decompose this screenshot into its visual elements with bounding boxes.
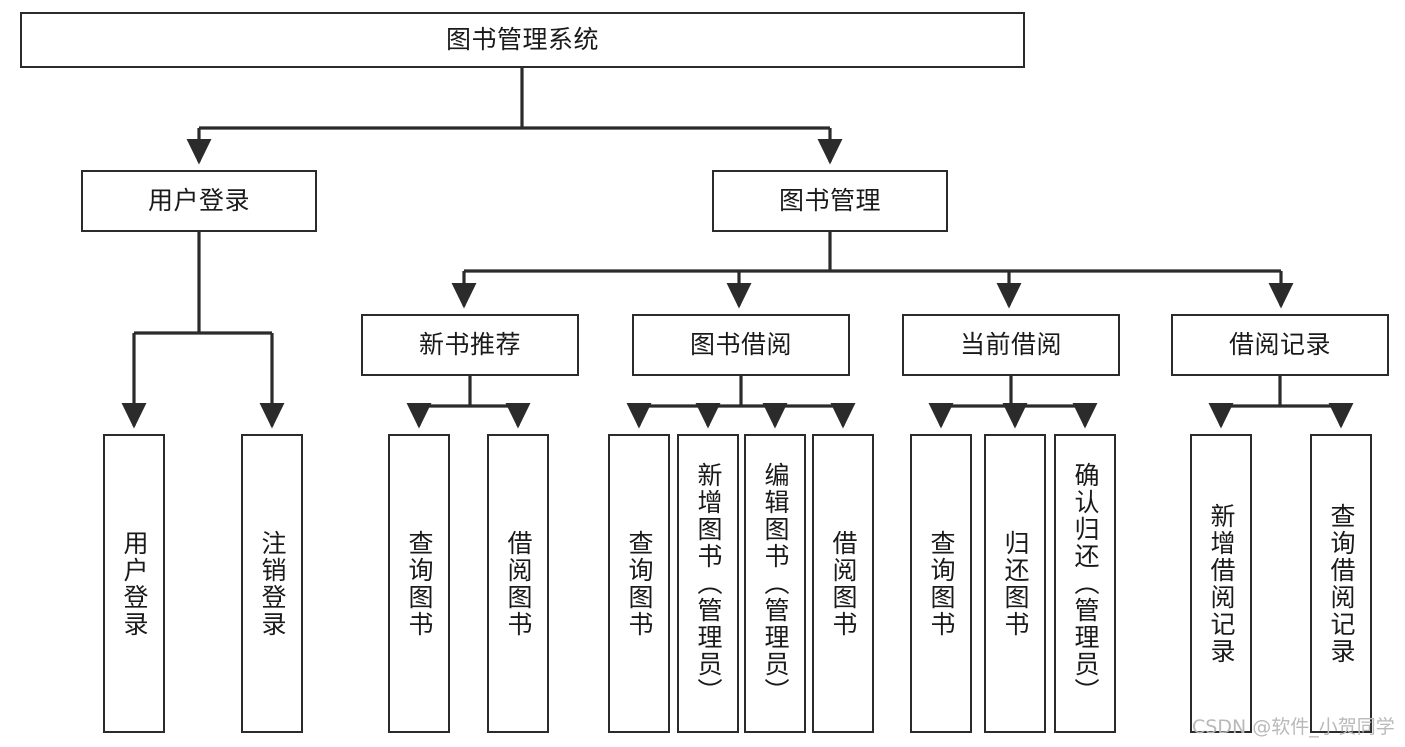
node-current-borrow[interactable]: 当前借阅 xyxy=(902,314,1120,376)
node-leaf-edit-book-label: 编辑图书（管理员） xyxy=(761,462,790,705)
node-borrow-record-label: 借阅记录 xyxy=(1228,330,1331,360)
node-borrow-record[interactable]: 借阅记录 xyxy=(1171,314,1389,376)
node-leaf-borrow-book-br-label: 借阅图书 xyxy=(829,529,858,638)
node-root[interactable]: 图书管理系统 xyxy=(20,12,1025,68)
node-leaf-edit-book[interactable]: 编辑图书（管理员） xyxy=(744,434,806,733)
node-leaf-confirm-return[interactable]: 确认归还（管理员） xyxy=(1054,434,1116,733)
node-book-manage-label: 图书管理 xyxy=(778,186,881,216)
node-current-borrow-label: 当前借阅 xyxy=(959,330,1062,360)
node-leaf-query-book-rec-label: 查询图书 xyxy=(405,529,434,638)
node-book-borrow-label: 图书借阅 xyxy=(689,330,792,360)
node-leaf-logout[interactable]: 注销登录 xyxy=(241,434,303,733)
node-leaf-logout-label: 注销登录 xyxy=(258,529,287,638)
node-leaf-borrow-book-rec-label: 借阅图书 xyxy=(504,529,533,638)
node-book-borrow[interactable]: 图书借阅 xyxy=(632,314,850,376)
node-leaf-query-book-cb[interactable]: 查询图书 xyxy=(910,434,972,733)
node-leaf-query-book-rec[interactable]: 查询图书 xyxy=(388,434,450,733)
node-user-login[interactable]: 用户登录 xyxy=(81,170,317,232)
node-leaf-add-record[interactable]: 新增借阅记录 xyxy=(1190,434,1252,733)
node-leaf-user-login-label: 用户登录 xyxy=(120,529,149,638)
node-leaf-user-login[interactable]: 用户登录 xyxy=(103,434,165,733)
node-new-book-rec-label: 新书推荐 xyxy=(418,330,521,360)
node-leaf-borrow-book-rec[interactable]: 借阅图书 xyxy=(487,434,549,733)
node-leaf-add-book[interactable]: 新增图书（管理员） xyxy=(677,434,739,733)
node-book-manage[interactable]: 图书管理 xyxy=(712,170,948,232)
node-leaf-borrow-book-br[interactable]: 借阅图书 xyxy=(812,434,874,733)
node-leaf-query-record-label: 查询借阅记录 xyxy=(1327,502,1356,665)
node-leaf-query-book-br-label: 查询图书 xyxy=(625,529,654,638)
node-leaf-return-book[interactable]: 归还图书 xyxy=(984,434,1046,733)
node-leaf-query-record[interactable]: 查询借阅记录 xyxy=(1310,434,1372,733)
node-new-book-rec[interactable]: 新书推荐 xyxy=(361,314,579,376)
node-root-label: 图书管理系统 xyxy=(445,25,599,55)
node-user-login-label: 用户登录 xyxy=(147,186,250,216)
node-leaf-query-book-br[interactable]: 查询图书 xyxy=(608,434,670,733)
node-leaf-confirm-return-label: 确认归还（管理员） xyxy=(1071,462,1100,705)
node-leaf-return-book-label: 归还图书 xyxy=(1001,529,1030,638)
node-leaf-add-record-label: 新增借阅记录 xyxy=(1207,502,1236,665)
node-leaf-add-book-label: 新增图书（管理员） xyxy=(694,462,723,705)
node-leaf-query-book-cb-label: 查询图书 xyxy=(927,529,956,638)
